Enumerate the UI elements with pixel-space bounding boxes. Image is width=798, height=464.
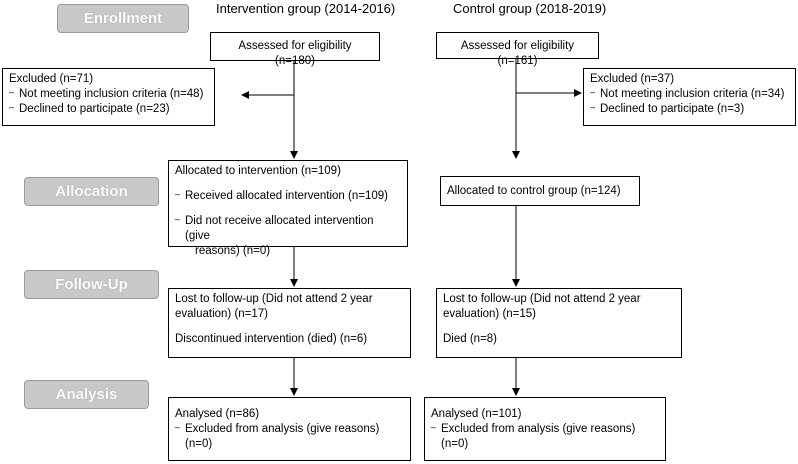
- bullet-dash: –: [590, 102, 596, 112]
- box-ctl-allocation: Allocated to control group (n=124): [440, 176, 640, 206]
- int-allocated-not-received-cont: reasons) (n=0): [195, 245, 271, 257]
- ctl-analysis-excluded: –Excluded from analysis (give reasons) (…: [431, 422, 636, 450]
- ctl-analysed: Analysed (n=101): [431, 408, 522, 420]
- box-int-excluded: Excluded (n=71) –Not meeting inclusion c…: [2, 68, 215, 126]
- ctl-excluded-item: –Declined to participate (n=3): [590, 102, 745, 115]
- int-allocated-title: Allocated to intervention (n=109): [175, 165, 341, 177]
- ctl-allocated-title: Allocated to control group (n=124): [447, 185, 621, 197]
- bullet-dash: –: [175, 214, 181, 224]
- bullet-dash: –: [9, 102, 15, 112]
- bullet-dash: –: [9, 87, 15, 97]
- ctl-followup-lost-line2: evaluation) (n=15): [443, 308, 537, 320]
- heading-control-group: Control group (2018-2019): [453, 1, 607, 16]
- int-analysis-excluded: –Excluded from analysis (give reasons) (…: [175, 422, 380, 450]
- box-ctl-analysis: Analysed (n=101) –Excluded from analysis…: [424, 397, 666, 461]
- int-followup-discontinued: Discontinued intervention (died) (n=6): [175, 333, 368, 345]
- int-excluded-title: Excluded (n=71): [9, 73, 94, 85]
- ctl-assessed-text: Assessed for eligibility (n=161): [460, 40, 575, 67]
- bullet-dash: –: [590, 87, 596, 97]
- ctl-excluded-title: Excluded (n=37): [590, 73, 675, 85]
- box-ctl-excluded: Excluded (n=37) –Not meeting inclusion c…: [583, 68, 796, 126]
- box-int-assessed: Assessed for eligibility (n=180): [210, 32, 380, 67]
- stage-allocation: Allocation: [24, 177, 159, 206]
- int-followup-lost-line2: evaluation) (n=17): [175, 308, 269, 320]
- ctl-followup-lost-line1: Lost to follow-up (Did not attend 2 year: [443, 293, 641, 305]
- ctl-excluded-item: –Not meeting inclusion criteria (n=34): [590, 87, 785, 100]
- ctl-followup-died: Died (n=8): [443, 333, 498, 345]
- box-int-allocation: Allocated to intervention (n=109) –Recei…: [168, 160, 408, 257]
- bullet-dash: –: [175, 422, 181, 432]
- bullet-dash: –: [175, 189, 181, 199]
- int-analysed: Analysed (n=86): [175, 408, 260, 420]
- int-excluded-item: –Declined to participate (n=23): [9, 102, 170, 115]
- int-followup-lost-line1: Lost to follow-up (Did not attend 2 year: [175, 293, 373, 305]
- int-assessed-text: Assessed for eligibility (n=180): [238, 40, 352, 67]
- int-excluded-item: –Not meeting inclusion criteria (n=48): [9, 87, 204, 100]
- box-int-followup: Lost to follow-up (Did not attend 2 year…: [168, 288, 411, 358]
- box-ctl-followup: Lost to follow-up (Did not attend 2 year…: [436, 288, 682, 358]
- stage-analysis: Analysis: [24, 380, 149, 409]
- stage-followup: Follow-Up: [24, 270, 159, 299]
- bullet-dash: –: [431, 422, 437, 432]
- stage-enrollment: Enrollment: [57, 4, 189, 33]
- box-int-analysis: Analysed (n=86) –Excluded from analysis …: [168, 397, 411, 461]
- heading-intervention-group: Intervention group (2014-2016): [216, 1, 396, 16]
- box-ctl-assessed: Assessed for eligibility (n=161): [436, 32, 599, 67]
- int-allocated-received: –Received allocated intervention (n=109): [175, 189, 388, 202]
- int-allocated-not-received: –Did not receive allocated intervention …: [175, 214, 374, 242]
